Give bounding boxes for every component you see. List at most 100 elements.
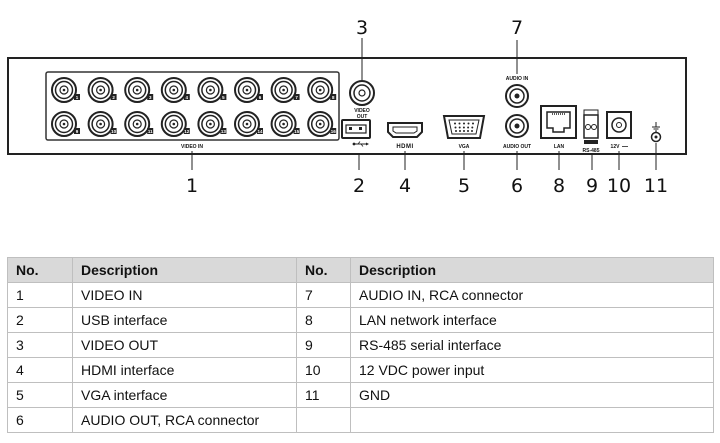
channel-tag [220, 128, 227, 134]
bnc-connector [87, 111, 114, 137]
bnc-connector [87, 77, 114, 103]
hdmi-label: HDMI [396, 144, 413, 150]
bnc-connector [234, 77, 260, 103]
table-row: 6 AUDIO OUT, RCA connector [7, 407, 714, 433]
audio-in-label: AUDIO IN [506, 76, 529, 82]
table-row: 4 HDMI interface 10 12 VDC power input [7, 357, 714, 383]
channel-tag [147, 94, 154, 100]
rs485-label: RS-485 [583, 148, 600, 154]
vga-pin [471, 130, 473, 132]
power-label: 12V [611, 144, 621, 150]
table-cell: USB interface [72, 307, 297, 333]
channel-tag [257, 128, 263, 134]
ground-icon [652, 122, 660, 132]
table-cell: HDMI interface [72, 357, 297, 383]
bnc-connector [124, 77, 151, 103]
vga-pin [472, 122, 474, 125]
table-cell: 5 [7, 382, 73, 408]
bnc-connector [270, 77, 297, 103]
usb-port [341, 119, 371, 139]
table-cell: 1 [7, 282, 73, 308]
table-cell: VIDEO OUT [72, 332, 297, 358]
channel-number: 3 [149, 95, 152, 100]
bnc-connector [160, 111, 187, 137]
table-cell: AUDIO OUT, RCA connector [72, 407, 297, 433]
vga-pins [454, 122, 474, 132]
channel-number: 5 [222, 95, 225, 100]
table-header-row: No. Description No. Description [7, 257, 714, 283]
channel-tag [147, 128, 154, 134]
channel-tag [74, 94, 80, 100]
table-cell: GND [350, 382, 714, 408]
vga-pin [455, 130, 457, 132]
table-cell [350, 407, 714, 433]
table-cell: AUDIO IN, RCA connector [350, 282, 714, 308]
channel-tag [183, 128, 190, 134]
callout-5: 5 [458, 175, 470, 197]
table-row: 2 USB interface 8 LAN network interface [7, 307, 714, 333]
lan-label: LAN [554, 144, 565, 150]
bnc-connector [270, 111, 297, 137]
table-cell: VGA interface [72, 382, 297, 408]
channel-number: 7 [295, 95, 298, 100]
channel-number: 11 [148, 129, 153, 134]
table-cell: 3 [7, 332, 73, 358]
vga-pin [471, 126, 474, 129]
vga-label: VGA [459, 144, 470, 150]
callout-9: 9 [586, 175, 598, 197]
vga-pin [459, 130, 461, 132]
channel-tag [330, 128, 337, 134]
channel-tag [293, 94, 300, 100]
vga-port [442, 115, 486, 139]
callout-1: 1 [186, 175, 198, 197]
callout-4: 4 [399, 175, 411, 197]
video-out-connector [349, 80, 375, 106]
bnc-connector [307, 77, 334, 103]
table-cell: 7 [296, 282, 351, 308]
channel-tag [330, 94, 337, 100]
table-cell: 6 [7, 407, 73, 433]
bnc-connector [307, 111, 334, 137]
header-no-right: No. [296, 257, 351, 283]
callout-11: 11 [644, 175, 668, 197]
vga-pin [462, 126, 465, 129]
bnc-connector [197, 111, 224, 137]
channel-number: 8 [332, 95, 335, 100]
channel-tag [293, 128, 300, 134]
callout-10: 10 [607, 175, 631, 197]
bnc-connector [51, 111, 77, 137]
table-cell: 8 [296, 307, 351, 333]
table-row: 1 VIDEO IN 7 AUDIO IN, RCA connector [7, 282, 714, 308]
audio-out-connector [505, 114, 529, 138]
header-description-right: Description [350, 257, 714, 283]
channel-number: 9 [76, 129, 79, 134]
table-cell [296, 407, 351, 433]
lan-port [540, 105, 577, 139]
table-cell: LAN network interface [350, 307, 714, 333]
table-cell: 11 [296, 382, 351, 408]
power-jack [606, 111, 632, 139]
channel-number: 14 [257, 129, 263, 134]
callout-2: 2 [353, 175, 365, 197]
video-out-label-line2: OUT [357, 114, 368, 120]
bnc-connector [197, 77, 224, 103]
table-cell: 12 VDC power input [350, 357, 714, 383]
video-out-label-line1: VIDEO [354, 108, 370, 114]
channel-number: 10 [111, 129, 117, 134]
audio-out-label: AUDIO OUT [503, 144, 531, 150]
vga-pin [458, 122, 461, 125]
bnc-connector [234, 111, 260, 137]
callout-6: 6 [511, 175, 523, 197]
table-cell: RS-485 serial interface [350, 332, 714, 358]
ground-screw [650, 131, 662, 143]
channel-tag [183, 94, 190, 100]
video-in-label: VIDEO IN [181, 144, 203, 150]
channel-tag [74, 128, 80, 134]
channel-tag [220, 94, 227, 100]
vga-pin [467, 122, 470, 125]
channel-number: 12 [184, 129, 190, 134]
channel-number: 1 [76, 95, 79, 100]
channel-number: 16 [331, 129, 337, 134]
bnc-connector [160, 77, 187, 103]
